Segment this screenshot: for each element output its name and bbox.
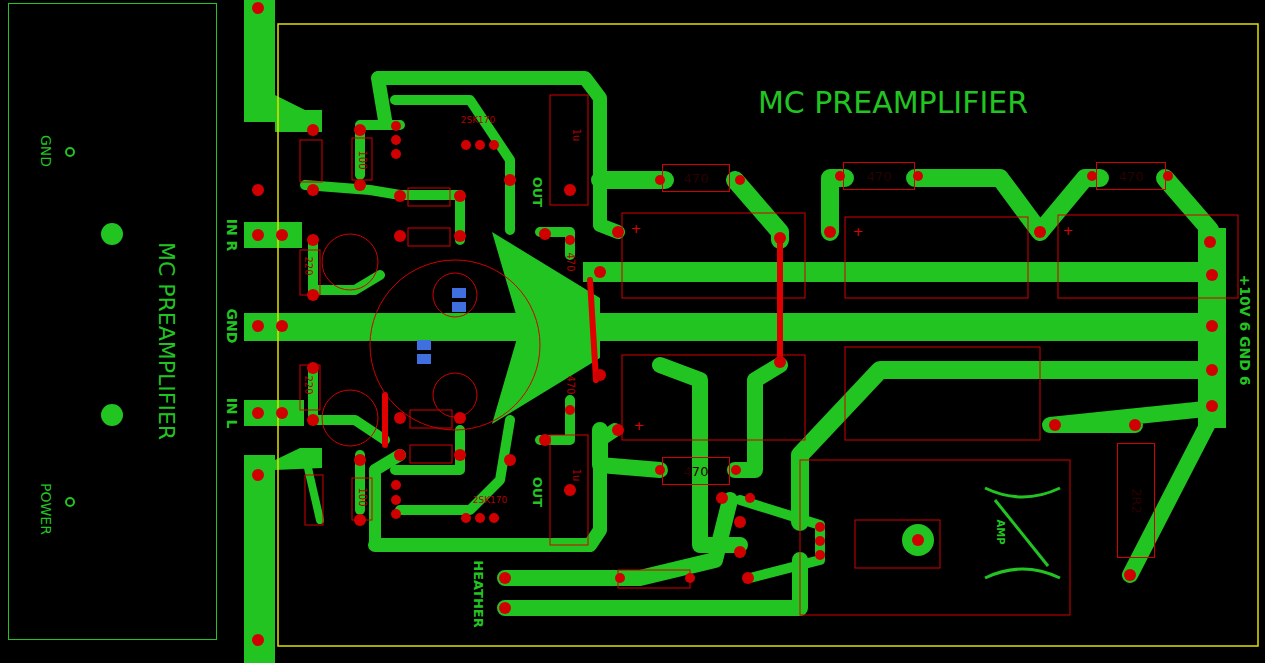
resistor-body: 470 (662, 457, 730, 485)
supply-label: +10V 6 GND 6 (1238, 275, 1252, 386)
resistor-body: 470 (843, 162, 915, 190)
part-value: 1u (571, 129, 581, 142)
part-value: 100 (357, 150, 367, 169)
connector-label: HEATHER (472, 560, 485, 627)
resistor-body: 470 (1096, 162, 1166, 190)
resistor-value: 470 (684, 172, 709, 185)
resistor-value: 470 (1119, 170, 1144, 183)
board-title: MC PREAMPLIFIER (758, 88, 1028, 118)
part-value: 470 (565, 375, 575, 394)
panel-label: POWER (39, 483, 53, 535)
output-label: OUT (531, 177, 544, 207)
resistor-value: 470 (867, 170, 892, 183)
polarity-mark: + (853, 225, 864, 238)
panel-label: MC PREAMPLIFIER (155, 242, 177, 440)
resistor-value: 470 (684, 465, 709, 478)
part-value: 220 (303, 375, 313, 394)
part-name: 2SK170 (473, 496, 508, 505)
connector-label: IN R (225, 219, 239, 252)
resistor-value: 2R2 (1130, 488, 1143, 514)
part-name: 2SK170 (461, 116, 496, 125)
logo-text: AMP (995, 519, 1005, 544)
connector-label: IN L (225, 398, 239, 429)
part-value: 100 (357, 487, 367, 506)
polarity-mark: + (634, 419, 645, 432)
resistor-body: 470 (662, 164, 730, 192)
polarity-mark: + (631, 222, 642, 235)
part-value: 220 (303, 256, 313, 275)
connector-label: GND (225, 309, 239, 344)
output-label: OUT (531, 477, 544, 507)
part-value: 1u (571, 469, 581, 482)
polarity-mark: + (1063, 224, 1074, 237)
part-value: 470 (565, 252, 575, 271)
resistor-body: 2R2 (1117, 443, 1155, 558)
panel-label: GND (39, 135, 53, 167)
power-panel: GND MC PREAMPLIFIER POWER (8, 3, 217, 640)
